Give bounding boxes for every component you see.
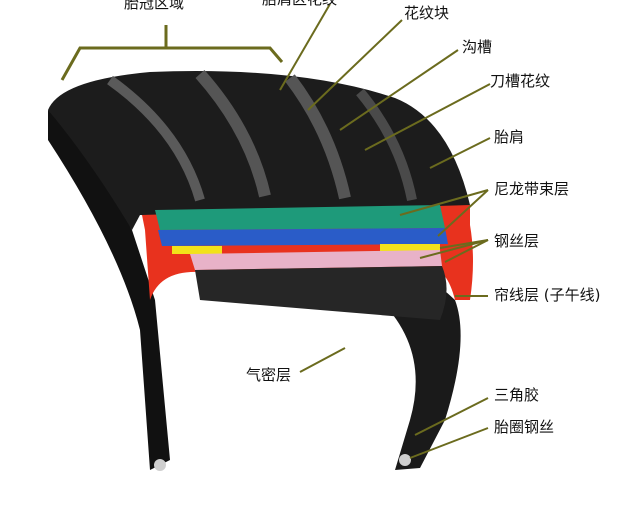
yellow-strip-right: [380, 244, 440, 252]
label-bead-wire: 胎圈钢丝: [494, 418, 555, 436]
leader-bead: [409, 427, 489, 459]
label-top-cut: 胎肩区花纹: [262, 0, 337, 8]
label-ply: 帘线层 (子午线): [494, 286, 601, 304]
leader-sipes: [364, 83, 491, 151]
pink-ply-layer: [190, 250, 442, 270]
label-shoulder: 胎肩: [494, 128, 525, 146]
leader-nylon-2: [437, 189, 489, 237]
bead-wire-left: [154, 459, 166, 471]
leader-groove: [339, 49, 459, 131]
crown-zone-bracket: [60, 25, 284, 81]
leader-apex: [414, 397, 489, 436]
label-steel-belt: 钢丝层: [494, 232, 540, 250]
leader-lines: [279, 3, 491, 459]
tread-rib-1: [107, 75, 205, 202]
leader-top-cut: [279, 3, 331, 91]
tread-rib-2: [195, 70, 271, 198]
label-groove: 沟槽: [462, 38, 493, 56]
label-inner-liner: 气密层: [246, 366, 292, 384]
green-nylon-layer: [155, 205, 445, 230]
left-sidewall: [48, 110, 170, 470]
leader-tread-block: [307, 19, 403, 111]
blue-belt-layer: [158, 228, 448, 246]
label-crown-zone: 胎冠区域: [124, 0, 185, 12]
inner-liner-area: [195, 266, 447, 320]
tread-rib-4: [356, 88, 417, 201]
leader-nylon-1: [399, 189, 489, 216]
label-tread-block: 花纹块: [404, 4, 450, 22]
leader-steel-3: [419, 239, 489, 259]
leader-steel-2: [444, 239, 489, 263]
yellow-strip-left: [172, 246, 222, 254]
tire-tread-body: [48, 71, 470, 230]
label-sipes: 刀槽花纹: [490, 72, 551, 90]
leader-inner-liner: [299, 347, 346, 373]
tread-rib-3: [285, 74, 351, 200]
label-nylon-cap: 尼龙带束层: [494, 180, 570, 198]
leader-shoulder: [429, 137, 491, 169]
label-apex: 三角胶: [494, 386, 540, 404]
bead-wire-right: [399, 454, 411, 466]
